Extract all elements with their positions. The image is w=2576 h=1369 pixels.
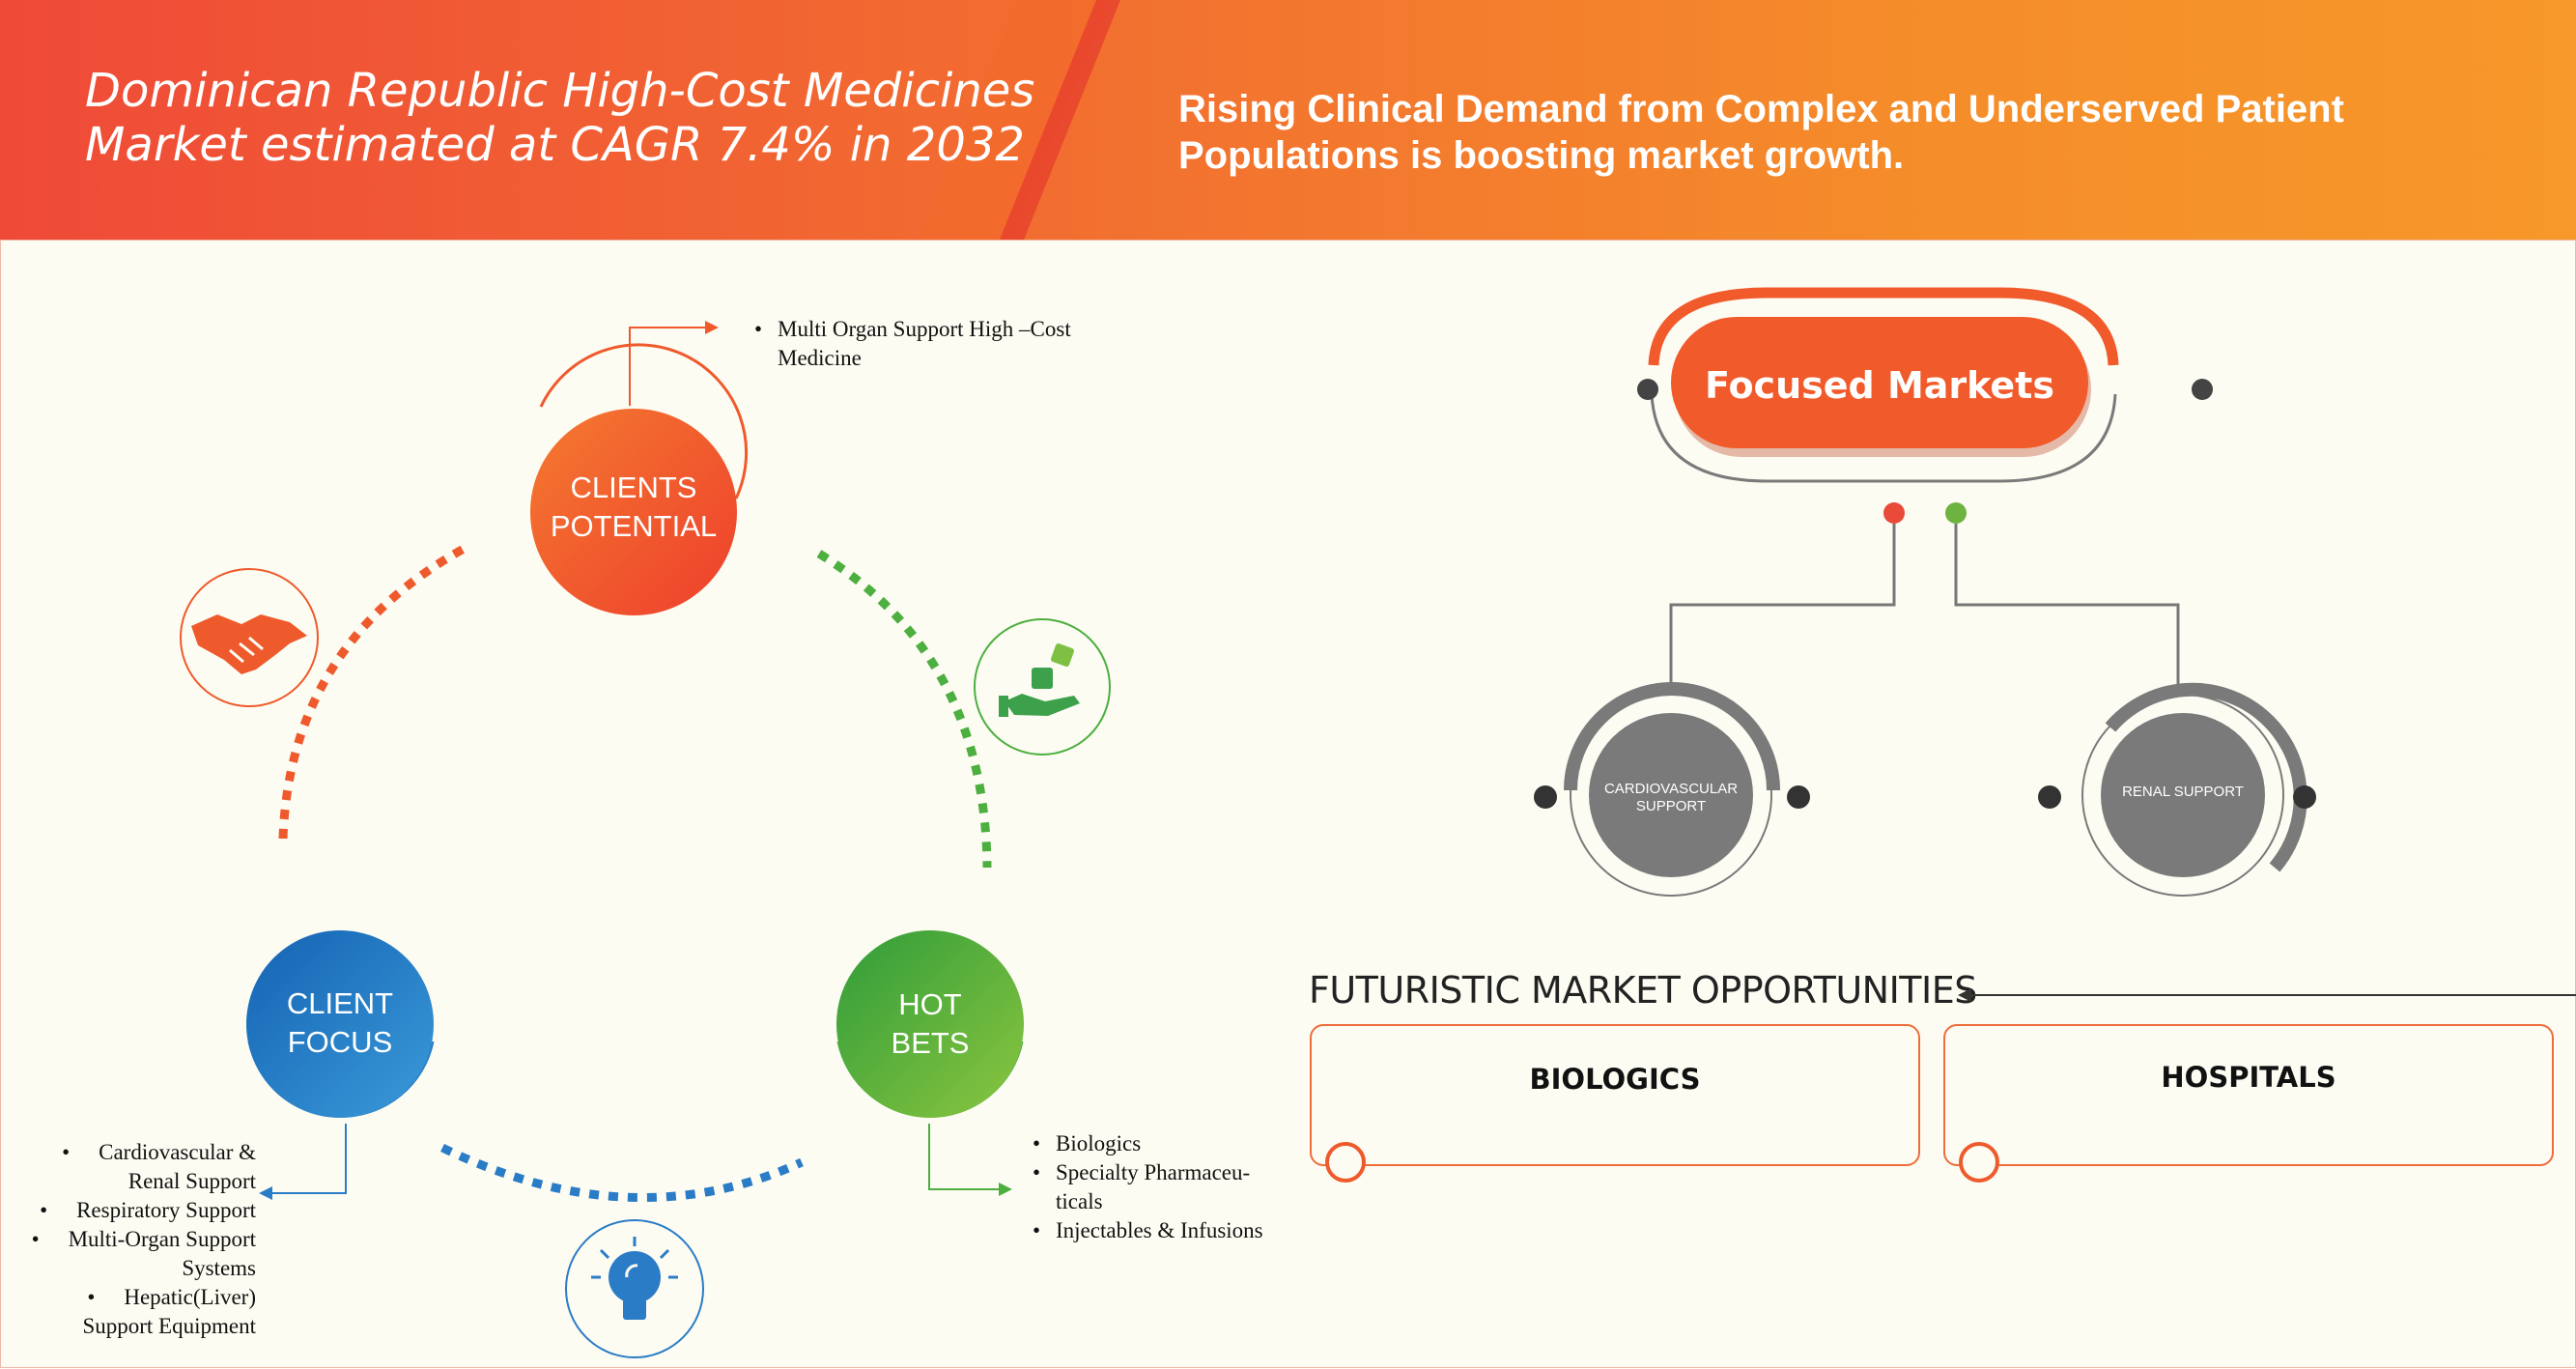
list-item: •Respiratory Support	[40, 1198, 256, 1222]
focused-markets-diagram	[1534, 287, 2316, 897]
clients-potential-line2: POTENTIAL	[550, 509, 718, 543]
lightbulb-icon	[565, 1219, 704, 1358]
clients-potential-label: CLIENTS POTENTIAL	[537, 469, 730, 546]
futuristic-arrow	[1958, 988, 2576, 1002]
cardiovascular-node-label: CARDIOVASCULAR SUPPORT	[1584, 781, 1758, 815]
bullet-line: Multi Organ Support High –Cost	[778, 317, 1071, 341]
header-subtitle-line1: Rising Clinical Demand from Complex and …	[1178, 88, 2344, 130]
focused-markets-title: Focused Markets	[1705, 364, 2054, 407]
dotted-arc-green	[816, 550, 992, 869]
hot-bets-line2: BETS	[891, 1026, 970, 1060]
bullet-line: Renal Support	[127, 1169, 256, 1193]
node-label-line1: RENAL SUPPORT	[2122, 784, 2244, 800]
bullet-line: Specialty Pharmaceu-	[1056, 1160, 1251, 1184]
client-focus-line2: FOCUS	[287, 1025, 393, 1059]
bullet-line: Multi-Organ Support	[68, 1227, 256, 1251]
dice-hand-icon	[974, 618, 1111, 756]
renal-support-node	[2038, 682, 2316, 897]
bullet-line: Medicine	[778, 346, 862, 370]
header-title-line1: Dominican Republic High-Cost Medicines	[85, 64, 1035, 118]
list-item: Specialty Pharmaceu- ticals	[1033, 1158, 1307, 1216]
bullet-line: Systems	[182, 1256, 256, 1280]
cycle-diagram	[180, 321, 1111, 1358]
hospitals-corner-ring	[1959, 1142, 1999, 1183]
dotted-arc-blue	[440, 1143, 804, 1203]
list-item: Injectables & Infusions	[1033, 1216, 1307, 1245]
cardiovascular-node	[1534, 682, 1810, 897]
bullet-line: Hepatic(Liver)	[124, 1285, 256, 1309]
focused-markets-outer-ring	[1650, 393, 2117, 483]
futuristic-title: FUTURISTIC MARKET OPPORTUNITIES	[1309, 969, 1977, 1012]
connector-dot-green	[1945, 502, 1967, 524]
client-focus-bullets: •Cardiovascular & Renal Support •Respira…	[0, 1138, 256, 1341]
bullet-line: Injectables & Infusions	[1056, 1218, 1263, 1242]
header-subtitle-line2: Populations is boosting market growth.	[1178, 134, 1905, 177]
renal-node-label: RENAL SUPPORT	[2096, 784, 2270, 801]
bullet-line: Respiratory Support	[76, 1198, 256, 1222]
focused-markets-top-arc	[1648, 287, 2119, 366]
client-focus-label: CLIENT FOCUS	[243, 984, 437, 1062]
clients-potential-circle	[530, 321, 749, 615]
clients-potential-bullets: Multi Organ Support High –Cost Medicine	[754, 315, 1164, 373]
header-title-line2: Market estimated at CAGR 7.4% in 2032	[85, 118, 1025, 172]
bullet-line: Biologics	[1056, 1131, 1142, 1155]
handshake-icon	[180, 568, 319, 707]
connector-dot-red	[1883, 502, 1905, 524]
dotted-arc-orange	[278, 545, 467, 840]
bullet-line: Support Equipment	[82, 1314, 256, 1338]
biologics-corner-ring	[1325, 1142, 1366, 1183]
list-item: •Hepatic(Liver)	[87, 1285, 256, 1309]
opportunity-label-hospitals: HOSPITALS	[2161, 1061, 2336, 1094]
client-focus-line1: CLIENT	[286, 986, 394, 1020]
opportunity-box-biologics: BIOLOGICS	[1310, 1024, 1920, 1166]
node-label-line1: CARDIOVASCULAR	[1603, 781, 1739, 797]
header-stripes	[918, 0, 1120, 240]
bullet-line: Cardiovascular &	[99, 1140, 256, 1164]
bullet-line: ticals	[1056, 1189, 1103, 1213]
node-label-line2: SUPPORT	[1635, 798, 1707, 814]
client-focus-circle	[246, 930, 435, 1200]
opportunity-box-hospitals: HOSPITALS	[1943, 1024, 2554, 1166]
list-item: Biologics	[1033, 1129, 1307, 1158]
focused-markets-pill	[1671, 317, 2088, 448]
list-item: Multi Organ Support High –Cost Medicine	[754, 315, 1164, 373]
hot-bets-bullets: Biologics Specialty Pharmaceu- ticals In…	[1033, 1129, 1307, 1245]
list-item: •Multi-Organ Support	[31, 1227, 256, 1251]
opportunity-label-biologics: BIOLOGICS	[1529, 1063, 1701, 1096]
hot-bets-circle	[836, 930, 1024, 1196]
clients-potential-line1: CLIENTS	[570, 471, 697, 504]
list-item: •Cardiovascular &	[62, 1140, 256, 1164]
header-banner: Dominican Republic High-Cost Medicines M…	[0, 0, 2576, 240]
hot-bets-label: HOT BETS	[834, 985, 1027, 1063]
hot-bets-line1: HOT	[898, 987, 962, 1021]
